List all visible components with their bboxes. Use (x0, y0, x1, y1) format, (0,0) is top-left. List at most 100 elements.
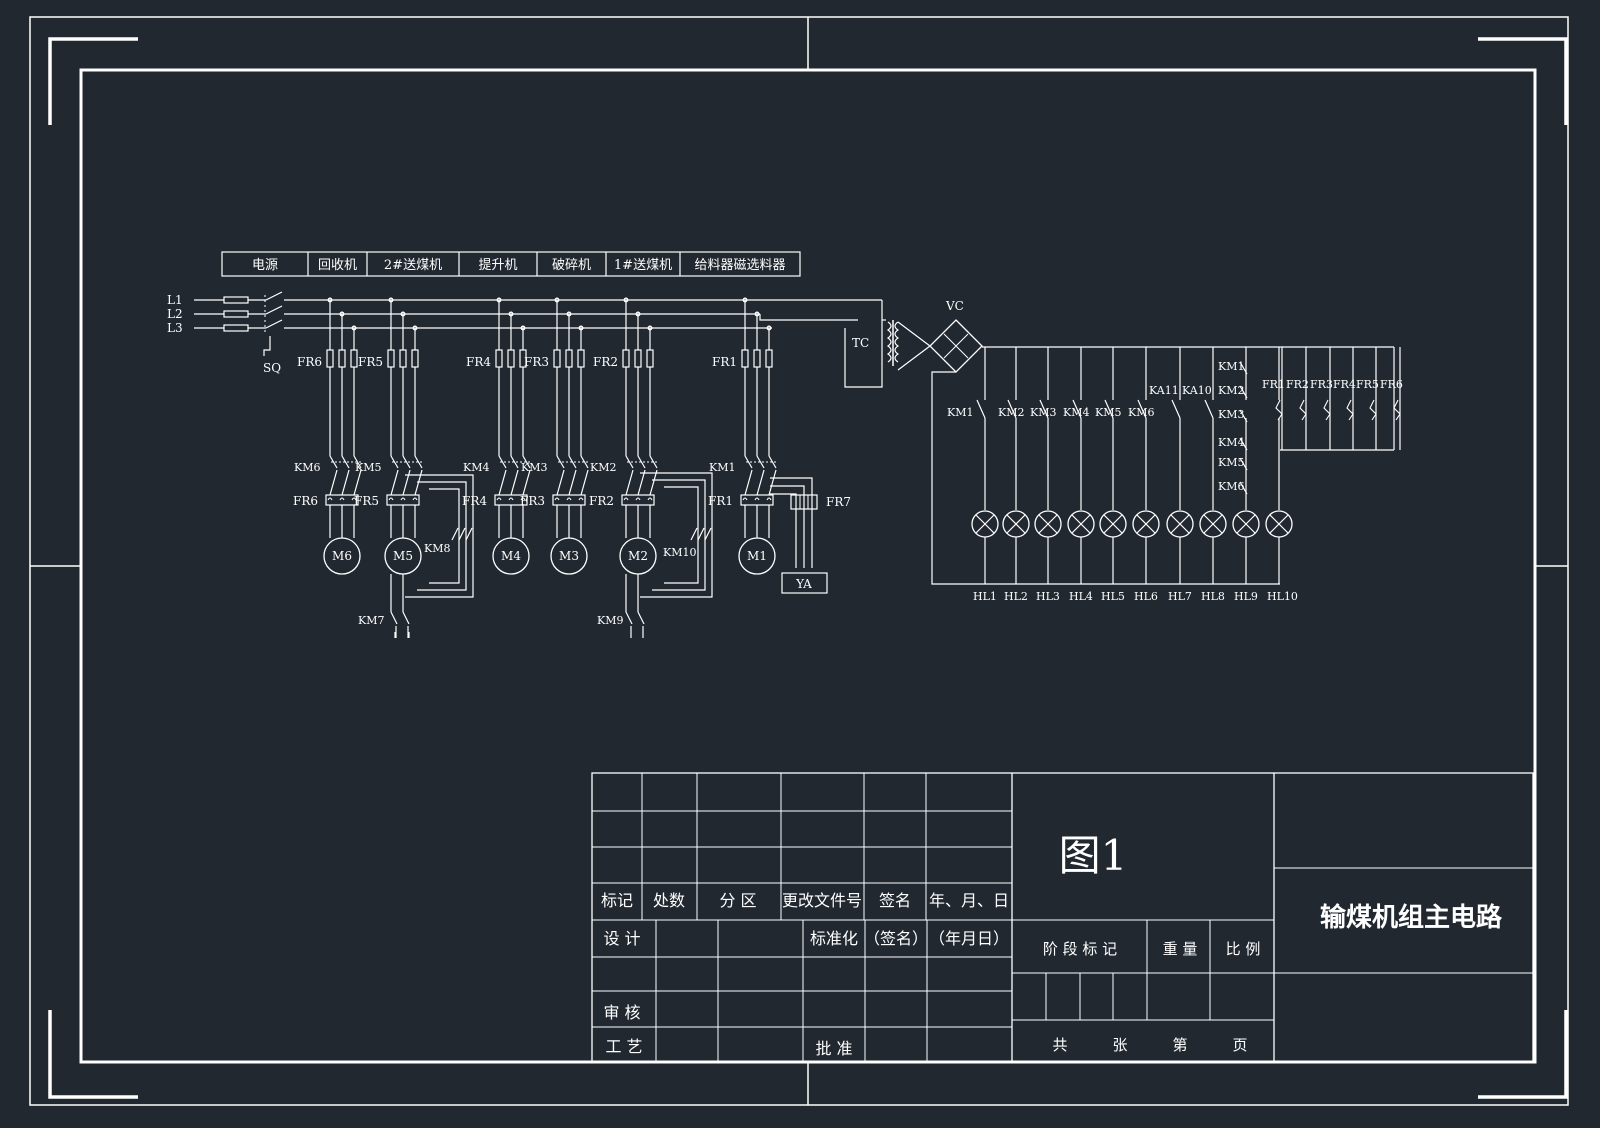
fuse-label-M3: FR3 (524, 355, 549, 369)
contactor-contact (756, 455, 765, 469)
tb-scale: 比 例 (1226, 940, 1261, 958)
motor-label-M5: M5 (393, 549, 413, 563)
km-contact-label-5: KM6 (1128, 406, 1154, 419)
tb-sheet-3: 页 (1232, 1036, 1247, 1054)
control-contact (1072, 399, 1082, 419)
lamp-cross (975, 514, 995, 534)
fr7-fuse-block (790, 494, 818, 510)
section-header-0: 电源 (252, 258, 278, 273)
branch-feeder (568, 469, 577, 496)
fr-contact-label-1: FR2 (1286, 378, 1309, 391)
fuse-label-M1: FR1 (712, 355, 737, 369)
km-series-label-3: KM4 (1218, 436, 1244, 449)
km9-contact (625, 611, 633, 625)
control-bottom-rail (931, 371, 1280, 585)
km-series-contact (1239, 437, 1248, 451)
km-series-label-5: KM6 (1218, 480, 1244, 493)
contactor-contact (341, 455, 350, 469)
phase-label-1: L2 (167, 307, 183, 321)
km7-contact (390, 611, 398, 625)
ya-box (781, 572, 828, 594)
outer-frame (29, 16, 1569, 1106)
relay-label-M5: FR5 (354, 494, 379, 508)
contactor-contact (580, 455, 589, 469)
contactor-contact (402, 455, 411, 469)
relay-element (578, 497, 584, 501)
motor-M4 (492, 537, 530, 575)
km7-lead (394, 632, 410, 638)
bus-junction (400, 311, 406, 317)
relay-element (635, 497, 641, 501)
tc-label: TC (852, 336, 869, 350)
km-series-contact (1239, 481, 1248, 495)
ya-label: YA (795, 577, 812, 591)
tc-primary-coil (886, 321, 892, 363)
branch-fuse (646, 349, 654, 368)
tb-row-label-4: 签名 (879, 891, 911, 910)
bus-junction (635, 311, 641, 317)
section-header-6: 给料器磁选料器 (694, 258, 785, 273)
ka11-label: KA11 (1149, 384, 1179, 397)
section-header-5: 1#送煤机 (614, 258, 672, 273)
km10-contact (690, 527, 698, 541)
km7-contact (402, 611, 410, 625)
tb-row-label-1: 处数 (653, 891, 685, 910)
tb-stage: 阶 段 标 记 (1043, 940, 1117, 958)
title-block-frame (591, 772, 1534, 1063)
relay-element (647, 497, 653, 501)
lamp-label-HL1: HL1 (973, 590, 997, 603)
main-fuse (223, 324, 249, 332)
corner-bracket-bl (48, 1010, 138, 1099)
motor-label-M4: M4 (501, 549, 521, 563)
tc-secondary-coil (894, 321, 900, 363)
relay-element (351, 497, 357, 501)
lamp-label-HL10: HL10 (1267, 590, 1298, 603)
lamp-cross (1269, 514, 1289, 534)
km-series-contact (1239, 457, 1248, 471)
control-contact (1007, 399, 1017, 419)
branch-fuse (350, 349, 358, 368)
branch-feeder (637, 469, 646, 496)
lamp-label-HL4: HL4 (1069, 590, 1093, 603)
fr-contact (1346, 399, 1354, 421)
bus-junction (496, 297, 502, 303)
contactor-label-M5: KM5 (355, 461, 381, 474)
relay-element (339, 497, 345, 501)
control-contact (1204, 399, 1214, 419)
relay-element (742, 497, 748, 501)
thermal-relay (386, 494, 420, 506)
sq-label: SQ (263, 361, 281, 375)
contactor-label-M1: KM1 (709, 461, 735, 474)
sq-limit-switch (263, 336, 271, 356)
phase-label-0: L1 (167, 293, 183, 307)
bus-junction (327, 297, 333, 303)
thermal-relay (621, 494, 655, 506)
bus-junction (339, 311, 345, 317)
contactor-contact (498, 455, 507, 469)
thermal-relay (740, 494, 774, 506)
bus-junction (351, 325, 357, 331)
section-header-3: 提升机 (478, 257, 517, 273)
motor-label-M3: M3 (559, 549, 579, 563)
km8-loop (429, 488, 460, 584)
branch-fuse (565, 349, 573, 368)
km-contact-label-3: KM4 (1063, 406, 1089, 419)
branch-fuse (622, 349, 630, 368)
bus-junction (754, 311, 760, 317)
control-contact (1039, 399, 1049, 419)
branch-feeder (768, 469, 777, 496)
lamp-label-HL3: HL3 (1036, 590, 1060, 603)
contactor-contact (649, 455, 658, 469)
bus-junction (412, 325, 418, 331)
main-fuse (223, 296, 249, 304)
km-series-contact (1239, 361, 1248, 375)
motor-label-M1: M1 (747, 549, 767, 563)
branch-fuse (411, 349, 419, 368)
lamp-cross (1038, 514, 1058, 534)
km7-label: KM7 (358, 614, 384, 627)
control-contact (1137, 399, 1147, 419)
contactor-contact (744, 455, 753, 469)
branch-fuse (577, 349, 585, 368)
branch-feeder (744, 469, 753, 496)
